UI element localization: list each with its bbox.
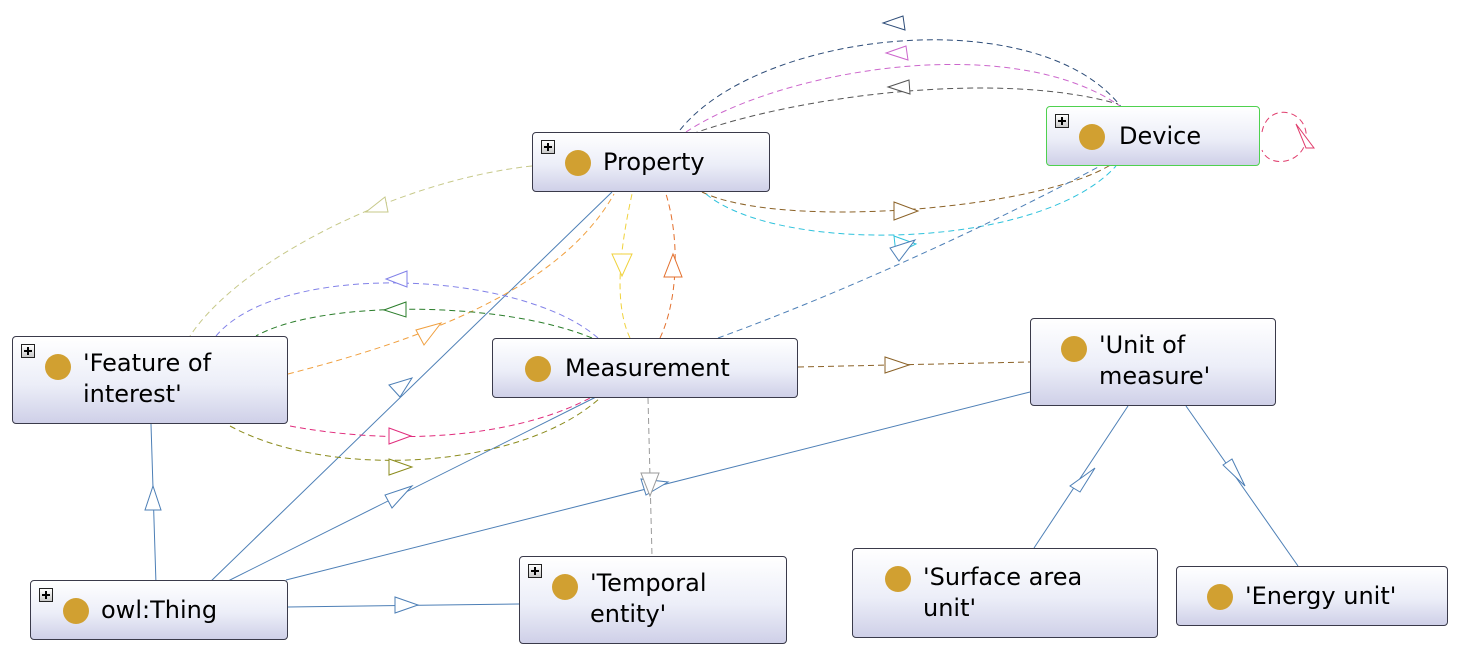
edge-measurement-unit-brown bbox=[797, 361, 1031, 368]
plus-box-icon[interactable] bbox=[528, 564, 542, 578]
class-circle-icon bbox=[45, 354, 71, 380]
edge-feature-measurement-pink bbox=[289, 397, 591, 438]
node-label: 'Energy unit' bbox=[1245, 582, 1397, 610]
arrowhead bbox=[384, 484, 414, 509]
node-label: 'Feature of interest' bbox=[83, 349, 212, 408]
arrowhead bbox=[611, 253, 633, 278]
node-label: Device bbox=[1119, 122, 1202, 150]
arrowhead bbox=[382, 301, 407, 318]
arrowhead bbox=[886, 79, 911, 95]
plus-box-icon[interactable] bbox=[541, 140, 555, 154]
class-circle-icon bbox=[1061, 336, 1087, 362]
edge-unit-to-energy bbox=[1185, 405, 1299, 567]
arrowhead bbox=[388, 458, 414, 476]
node-label: 'Temporal entity' bbox=[590, 569, 707, 628]
class-node-measurement[interactable]: Measurement bbox=[492, 338, 798, 398]
arrowhead bbox=[884, 356, 911, 374]
arrowhead bbox=[388, 377, 414, 398]
arrowhead bbox=[881, 15, 906, 31]
arrowhead bbox=[1222, 458, 1246, 487]
node-label: 'Surface area unit' bbox=[923, 563, 1083, 622]
class-node-energy-unit[interactable]: 'Energy unit' bbox=[1176, 566, 1448, 626]
node-label: Property bbox=[603, 148, 705, 176]
arrowhead bbox=[364, 196, 389, 213]
plus-box-icon[interactable] bbox=[1055, 114, 1069, 128]
arrowhead bbox=[663, 252, 683, 278]
edge-property-device-cyan bbox=[705, 165, 1117, 236]
arrowhead bbox=[388, 427, 413, 445]
class-circle-icon bbox=[565, 150, 591, 176]
edge-measurement-feature-green bbox=[255, 308, 593, 339]
edge-measurement-feature-purple bbox=[215, 282, 599, 339]
arrowhead bbox=[640, 472, 660, 498]
arrowhead bbox=[893, 201, 920, 221]
arrowhead bbox=[415, 322, 443, 346]
class-node-unit-of-measure[interactable]: 'Unit of measure' bbox=[1030, 318, 1276, 406]
class-node-feature-of-interest[interactable]: 'Feature of interest' bbox=[12, 336, 288, 424]
edge-thing-to-property bbox=[207, 191, 613, 585]
edge-measurement-temporal-grey bbox=[647, 397, 653, 557]
plus-box-icon[interactable] bbox=[21, 344, 35, 358]
arrowhead bbox=[394, 596, 420, 614]
node-label: Measurement bbox=[565, 354, 730, 382]
edge-thing-to-measurement bbox=[221, 395, 599, 585]
edge-property-device-brown bbox=[701, 163, 1113, 213]
class-circle-icon bbox=[885, 566, 911, 592]
class-circle-icon bbox=[1207, 584, 1233, 610]
class-circle-icon bbox=[1079, 124, 1105, 150]
class-node-surface-area-unit[interactable]: 'Surface area unit' bbox=[852, 548, 1158, 638]
arrowhead bbox=[384, 270, 408, 288]
class-node-property[interactable]: Property bbox=[532, 132, 770, 192]
arrowhead bbox=[1295, 123, 1315, 149]
arrowhead bbox=[889, 239, 917, 262]
node-label: 'Unit of measure' bbox=[1099, 331, 1211, 390]
class-circle-icon bbox=[63, 598, 89, 624]
edge-unit-to-surface bbox=[1033, 405, 1129, 549]
plus-box-icon[interactable] bbox=[39, 588, 53, 602]
node-label: owl:Thing bbox=[101, 596, 218, 624]
edge-property-device-navy bbox=[679, 39, 1123, 131]
edge-device-self-loop bbox=[1261, 111, 1307, 162]
arrowhead bbox=[144, 484, 162, 511]
class-node-temporal-entity[interactable]: 'Temporal entity' bbox=[519, 556, 787, 644]
edge-feature-measurement-olive bbox=[229, 397, 601, 461]
arrowhead bbox=[1069, 467, 1096, 493]
class-node-owl-thing[interactable]: owl:Thing bbox=[30, 580, 288, 640]
edge-property-device-magenta bbox=[685, 64, 1121, 133]
edge-measurement-device-blue bbox=[717, 165, 1101, 339]
edge-feature-property-orange bbox=[287, 193, 615, 375]
class-node-device[interactable]: Device bbox=[1046, 106, 1260, 166]
arrowhead bbox=[884, 45, 909, 61]
class-circle-icon bbox=[552, 574, 578, 600]
edge-property-feature-khaki bbox=[189, 165, 533, 337]
class-circle-icon bbox=[525, 356, 551, 382]
